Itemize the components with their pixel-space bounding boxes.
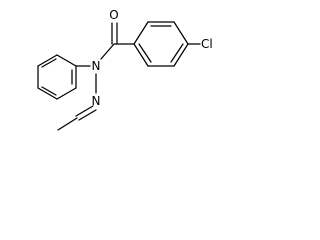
bond — [56, 87, 77, 100]
bond — [56, 54, 77, 67]
bond — [173, 21, 189, 45]
imine-nitrogen-atom-label: N — [92, 94, 101, 108]
aromatic-double-bond — [41, 58, 57, 68]
amide-nitrogen-atom-label: N — [92, 59, 101, 73]
aromatic-double-bond — [138, 43, 152, 63]
imine-double-bond — [78, 109, 97, 121]
bond-n-carbonyl — [100, 43, 115, 60]
bond — [173, 43, 189, 67]
phenyl-ring — [37, 54, 77, 100]
bond — [133, 43, 149, 67]
chemical-structure-diagram: O N N Cl — [37, 8, 213, 131]
aromatic-double-bond — [170, 43, 184, 63]
imine-double-bond — [75, 105, 94, 117]
oxygen-atom-label: O — [109, 8, 118, 22]
chlorine-atom-label: Cl — [201, 37, 213, 51]
bond — [37, 87, 58, 100]
aromatic-double-bond — [41, 86, 57, 96]
bond-methyl — [57, 117, 78, 131]
chlorophenyl-ring — [133, 21, 189, 67]
bond — [37, 54, 58, 67]
bond — [133, 21, 149, 45]
